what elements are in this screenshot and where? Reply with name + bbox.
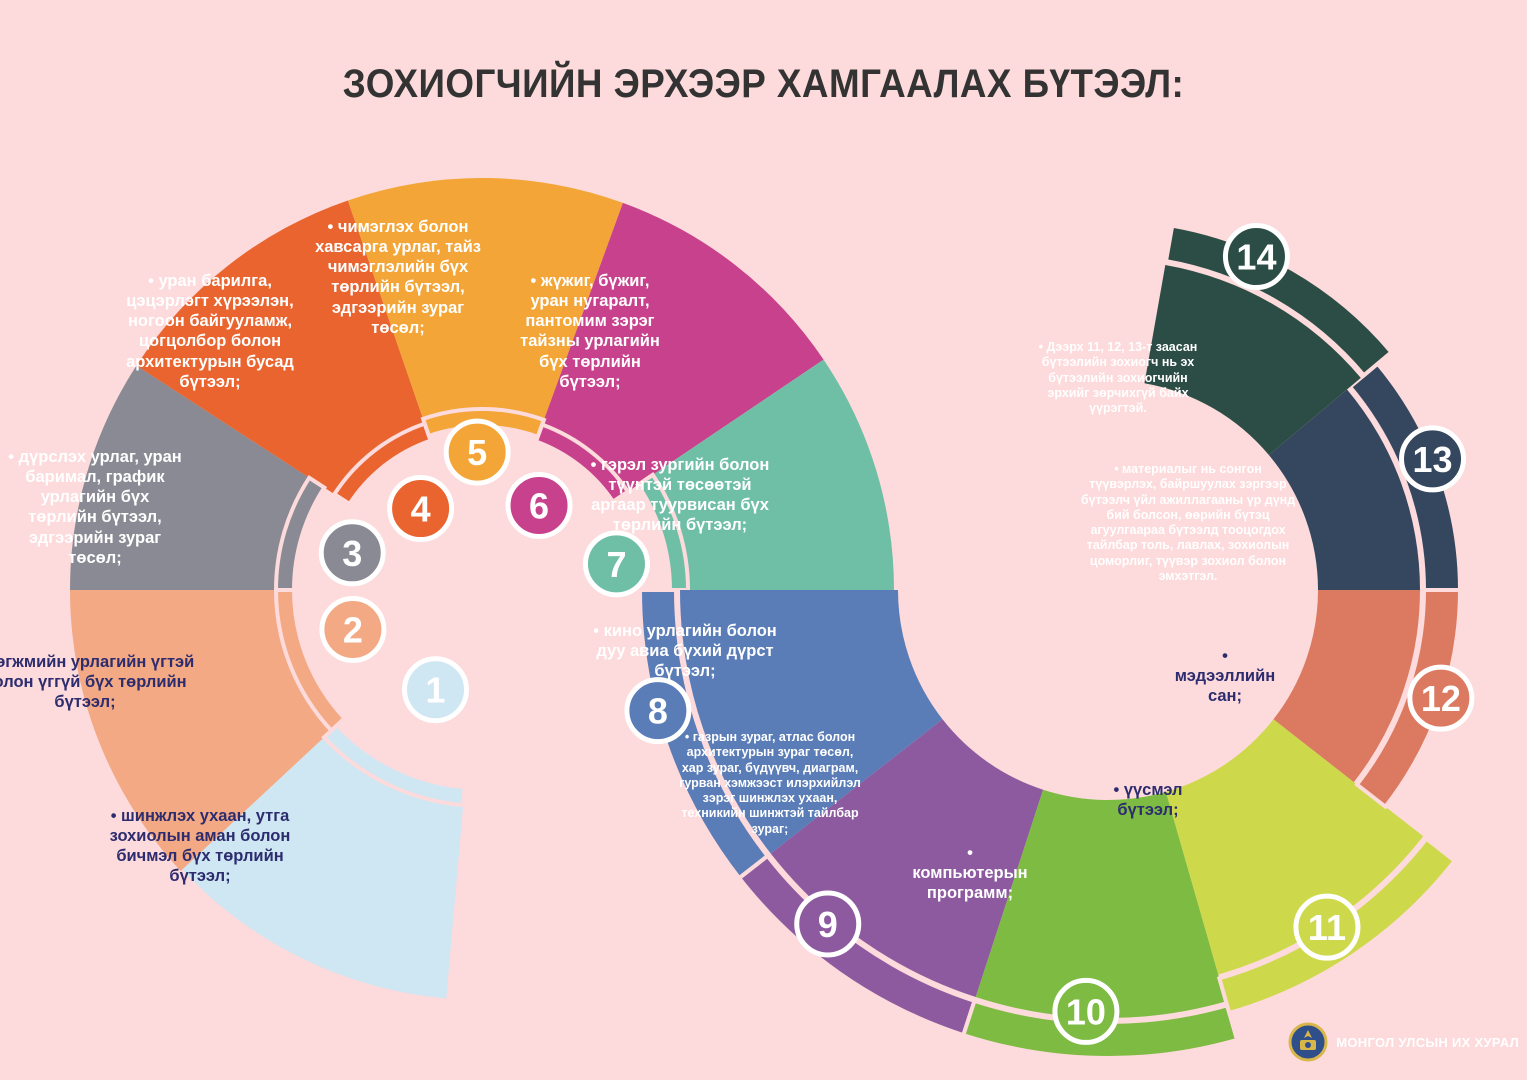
segment-6: [536, 202, 824, 501]
segment-number-14: 14: [1222, 223, 1290, 291]
segment-14: [1144, 265, 1361, 456]
svg-text:14: 14: [1236, 237, 1276, 278]
segment-number-5: 5: [443, 418, 511, 486]
svg-text:1: 1: [425, 670, 445, 711]
segment-number-7: 7: [582, 530, 650, 598]
segment-text-6: • жүжиг, бүжиг, уран нугаралт, пантомим …: [520, 272, 660, 391]
segment-4: [136, 200, 430, 503]
svg-text:7: 7: [606, 544, 626, 585]
svg-text:3: 3: [342, 533, 362, 574]
segment-2: [70, 590, 344, 871]
organization-name: МОНГОЛ УЛСЫН ИХ ХУРАЛ: [1336, 1034, 1519, 1050]
segment-text-10: • компьютерын программ;: [912, 844, 1028, 903]
segment-text-7: • гэрэл зургийн болон түүнтэй төсөөтэй а…: [590, 456, 770, 535]
svg-text:5: 5: [467, 432, 487, 473]
segment-3: [70, 365, 323, 590]
svg-text:9: 9: [818, 904, 838, 945]
segment-number-6: 6: [505, 471, 573, 539]
segment-number-12: 12: [1407, 664, 1475, 732]
segment-text-8: • кино урлагийн болон дуу авиа бүхий дүр…: [593, 622, 777, 681]
segment-band-4: [331, 421, 434, 507]
segment-text-14: • Дээрх 11, 12, 13-т заасан бүтээлийн зо…: [1038, 340, 1198, 415]
segment-8: [680, 590, 943, 854]
segment-number-1: 1: [402, 656, 470, 724]
segment-number-10: 10: [1052, 977, 1120, 1045]
svg-text:10: 10: [1066, 991, 1106, 1032]
svg-text:2: 2: [343, 609, 363, 650]
page-title: ЗОХИОГЧИЙН ЭРХЭЭР ХАМГААЛАХ БҮТЭЭЛ:: [342, 62, 1185, 106]
segment-1: [182, 726, 465, 999]
segment-text-12: • мэдээллийн сан;: [1174, 647, 1276, 706]
footer: МОНГОЛ УЛСЫН ИХ ХУРАЛ: [1288, 1022, 1519, 1062]
emblem-icon: [1288, 1022, 1328, 1062]
segment-number-13: 13: [1399, 425, 1467, 493]
segment-text-5: • чимэглэх болон хавсарга урлаг, тайз чи…: [315, 218, 481, 337]
segment-13: [1268, 389, 1420, 590]
segment-band-7: [635, 472, 691, 592]
segment-number-4: 4: [387, 475, 455, 543]
segment-text-2: • хөгжмийн урлагийн үгтэй болон үггүй бү…: [0, 653, 195, 712]
segment-number-9: 9: [794, 890, 862, 958]
svg-text:12: 12: [1421, 678, 1461, 719]
segment-number-3: 3: [318, 519, 386, 587]
segment-text-3: • дүрслэх урлаг, уран баримал, график ур…: [8, 448, 182, 567]
segment-text-4: • уран барилга, цэцэрлэгт хүрээлэн, ного…: [126, 272, 294, 391]
svg-text:6: 6: [529, 485, 549, 526]
segment-9: [770, 719, 1044, 998]
svg-text:4: 4: [411, 489, 431, 530]
segment-10: [975, 789, 1226, 1018]
segment-7: [639, 359, 894, 590]
segment-band-6: [533, 422, 631, 505]
svg-text:13: 13: [1412, 439, 1452, 480]
segment-text-9: • газрын зураг, атлас болон архитектурын…: [679, 730, 861, 836]
segment-number-11: 11: [1293, 893, 1361, 961]
segment-band-14: [1163, 223, 1395, 379]
segment-band-3: [273, 475, 328, 592]
svg-text:11: 11: [1308, 907, 1346, 948]
segment-number-8: 8: [624, 677, 692, 745]
segment-text-1: • шинжлэх ухаан, утга зохиолын аман боло…: [109, 807, 291, 886]
segment-5: [347, 178, 623, 435]
segment-number-2: 2: [319, 595, 387, 663]
segment-11: [1165, 719, 1424, 975]
svg-text:8: 8: [648, 691, 668, 732]
segment-12: [1273, 590, 1420, 783]
segment-text-13: • материалыг нь сонгон түүвэрлэх, байршу…: [1080, 462, 1296, 583]
segment-text-11: • үүсмэл бүтээл;: [1113, 781, 1183, 820]
